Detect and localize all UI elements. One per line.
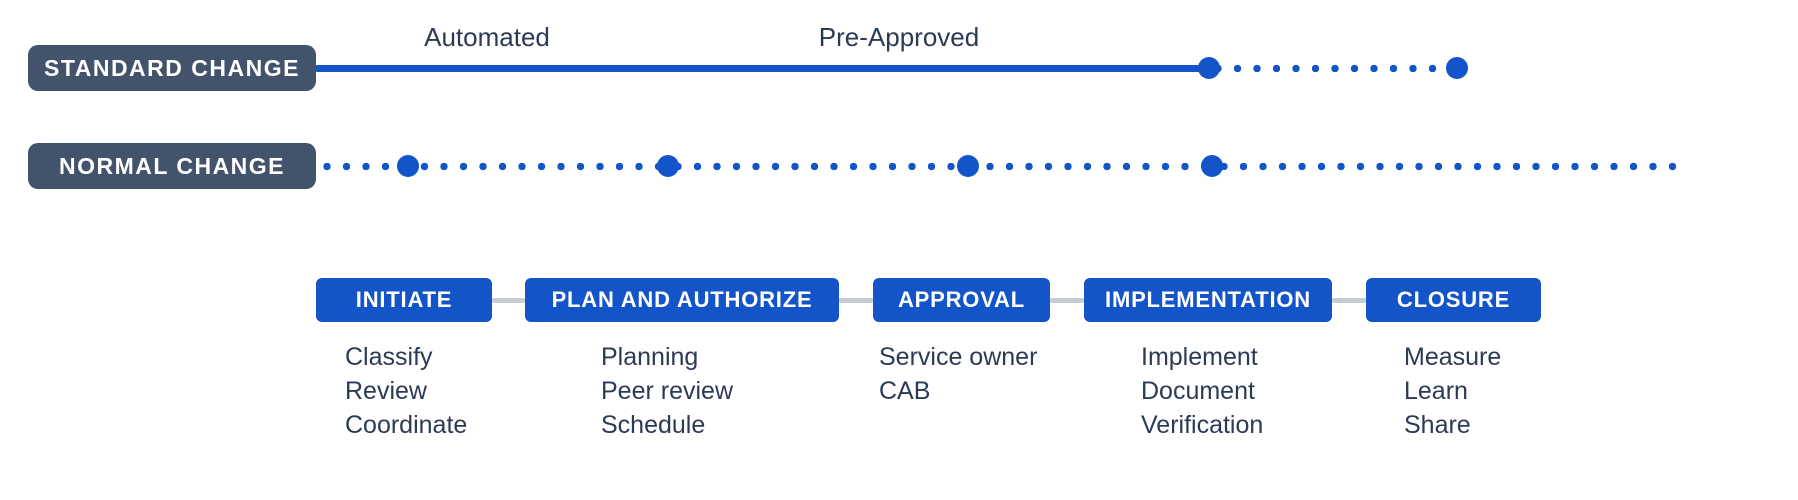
standard-track-dotted-segment <box>1209 64 1461 73</box>
stage-connector-4 <box>1332 298 1366 303</box>
normal-track-node-1 <box>397 155 419 177</box>
standard-change-track <box>316 56 1676 80</box>
stage-list-implementation: Implement Document Verification <box>1141 340 1263 442</box>
list-item: Schedule <box>601 411 706 439</box>
stage-box-approval[interactable]: APPROVAL <box>873 278 1050 322</box>
list-item: CAB <box>879 377 931 405</box>
stage-connector-2 <box>839 298 873 303</box>
stage-list-closure: Measure Learn Share <box>1404 340 1501 442</box>
stage-list-approval: Service owner CAB <box>879 340 1037 408</box>
stage-box-plan-and-authorize[interactable]: PLAN AND AUTHORIZE <box>525 278 839 322</box>
list-item: Review <box>345 377 427 405</box>
standard-change-label: STANDARD CHANGE <box>28 45 316 91</box>
normal-track-node-3 <box>957 155 979 177</box>
standard-track-solid-segment <box>316 65 1209 72</box>
list-item: Planning <box>601 343 699 371</box>
stage-connector-3 <box>1050 298 1084 303</box>
stage-box-implementation[interactable]: IMPLEMENTATION <box>1084 278 1332 322</box>
list-item: Verification <box>1141 411 1264 439</box>
normal-change-label: NORMAL CHANGE <box>28 143 316 189</box>
stage-list-initiate: Classify Review Coordinate <box>345 340 467 442</box>
list-item: Implement <box>1141 343 1258 371</box>
normal-track-node-4 <box>1201 155 1223 177</box>
standard-track-node-2 <box>1446 57 1468 79</box>
list-item: Share <box>1404 411 1471 439</box>
list-item: Learn <box>1404 377 1468 405</box>
list-item: Document <box>1141 377 1255 405</box>
normal-change-track <box>316 154 1676 178</box>
stage-list-plan-and-authorize: Planning Peer review Schedule <box>601 340 733 442</box>
standard-track-node-1 <box>1198 57 1220 79</box>
normal-track-node-2 <box>657 155 679 177</box>
list-item: Service owner <box>879 343 1038 371</box>
stage-row: INITIATE PLAN AND AUTHORIZE APPROVAL IMP… <box>0 278 1798 322</box>
list-item: Classify <box>345 343 433 371</box>
stage-connector-1 <box>492 298 525 303</box>
caption-automated: Automated <box>424 22 550 52</box>
list-item: Peer review <box>601 377 733 405</box>
stage-box-initiate[interactable]: INITIATE <box>316 278 492 322</box>
caption-pre-approved: Pre-Approved <box>818 22 980 52</box>
normal-track-dotted-segment <box>318 162 1676 171</box>
list-item: Measure <box>1404 343 1502 371</box>
stage-box-closure[interactable]: CLOSURE <box>1366 278 1541 322</box>
list-item: Coordinate <box>345 411 468 439</box>
